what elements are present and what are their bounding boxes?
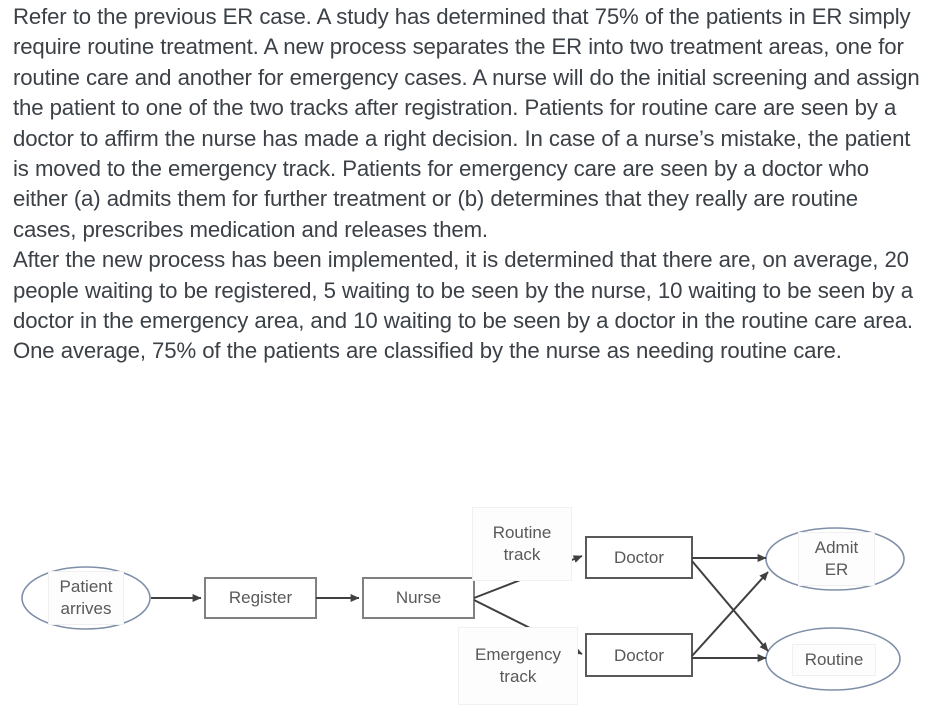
statement-paragraph-1: Refer to the previous ER case. A study h… (13, 4, 926, 242)
node-label-patient-arrives: Patient arrives (48, 571, 124, 625)
process-flow-diagram: Patient arrives Register Nurse Routine t… (0, 488, 944, 722)
node-label-routine-track: Routine track (472, 507, 572, 581)
node-label-emergency-track: Emergency track (458, 627, 578, 705)
shape-nurse[interactable] (362, 577, 475, 619)
shape-register[interactable] (204, 577, 317, 619)
node-label-doctor-emergency: Doctor (613, 645, 665, 665)
shape-doctor-emergency[interactable] (585, 633, 693, 677)
node-label-doctor-routine: Doctor (613, 547, 665, 567)
edge-doctor-routine-to-routine-out (691, 560, 769, 652)
problem-statement: Refer to the previous ER case. A study h… (13, 2, 923, 367)
shape-doctor-routine[interactable] (585, 536, 693, 579)
statement-paragraph-2: After the new process has been implement… (13, 247, 920, 364)
node-label-admit-er: Admit ER (798, 532, 875, 586)
edge-doctor-emergency-to-admit-er (691, 571, 769, 657)
node-label-register: Register (228, 588, 293, 607)
node-label-nurse: Nurse (395, 588, 442, 607)
node-label-routine-out: Routine (792, 644, 876, 676)
